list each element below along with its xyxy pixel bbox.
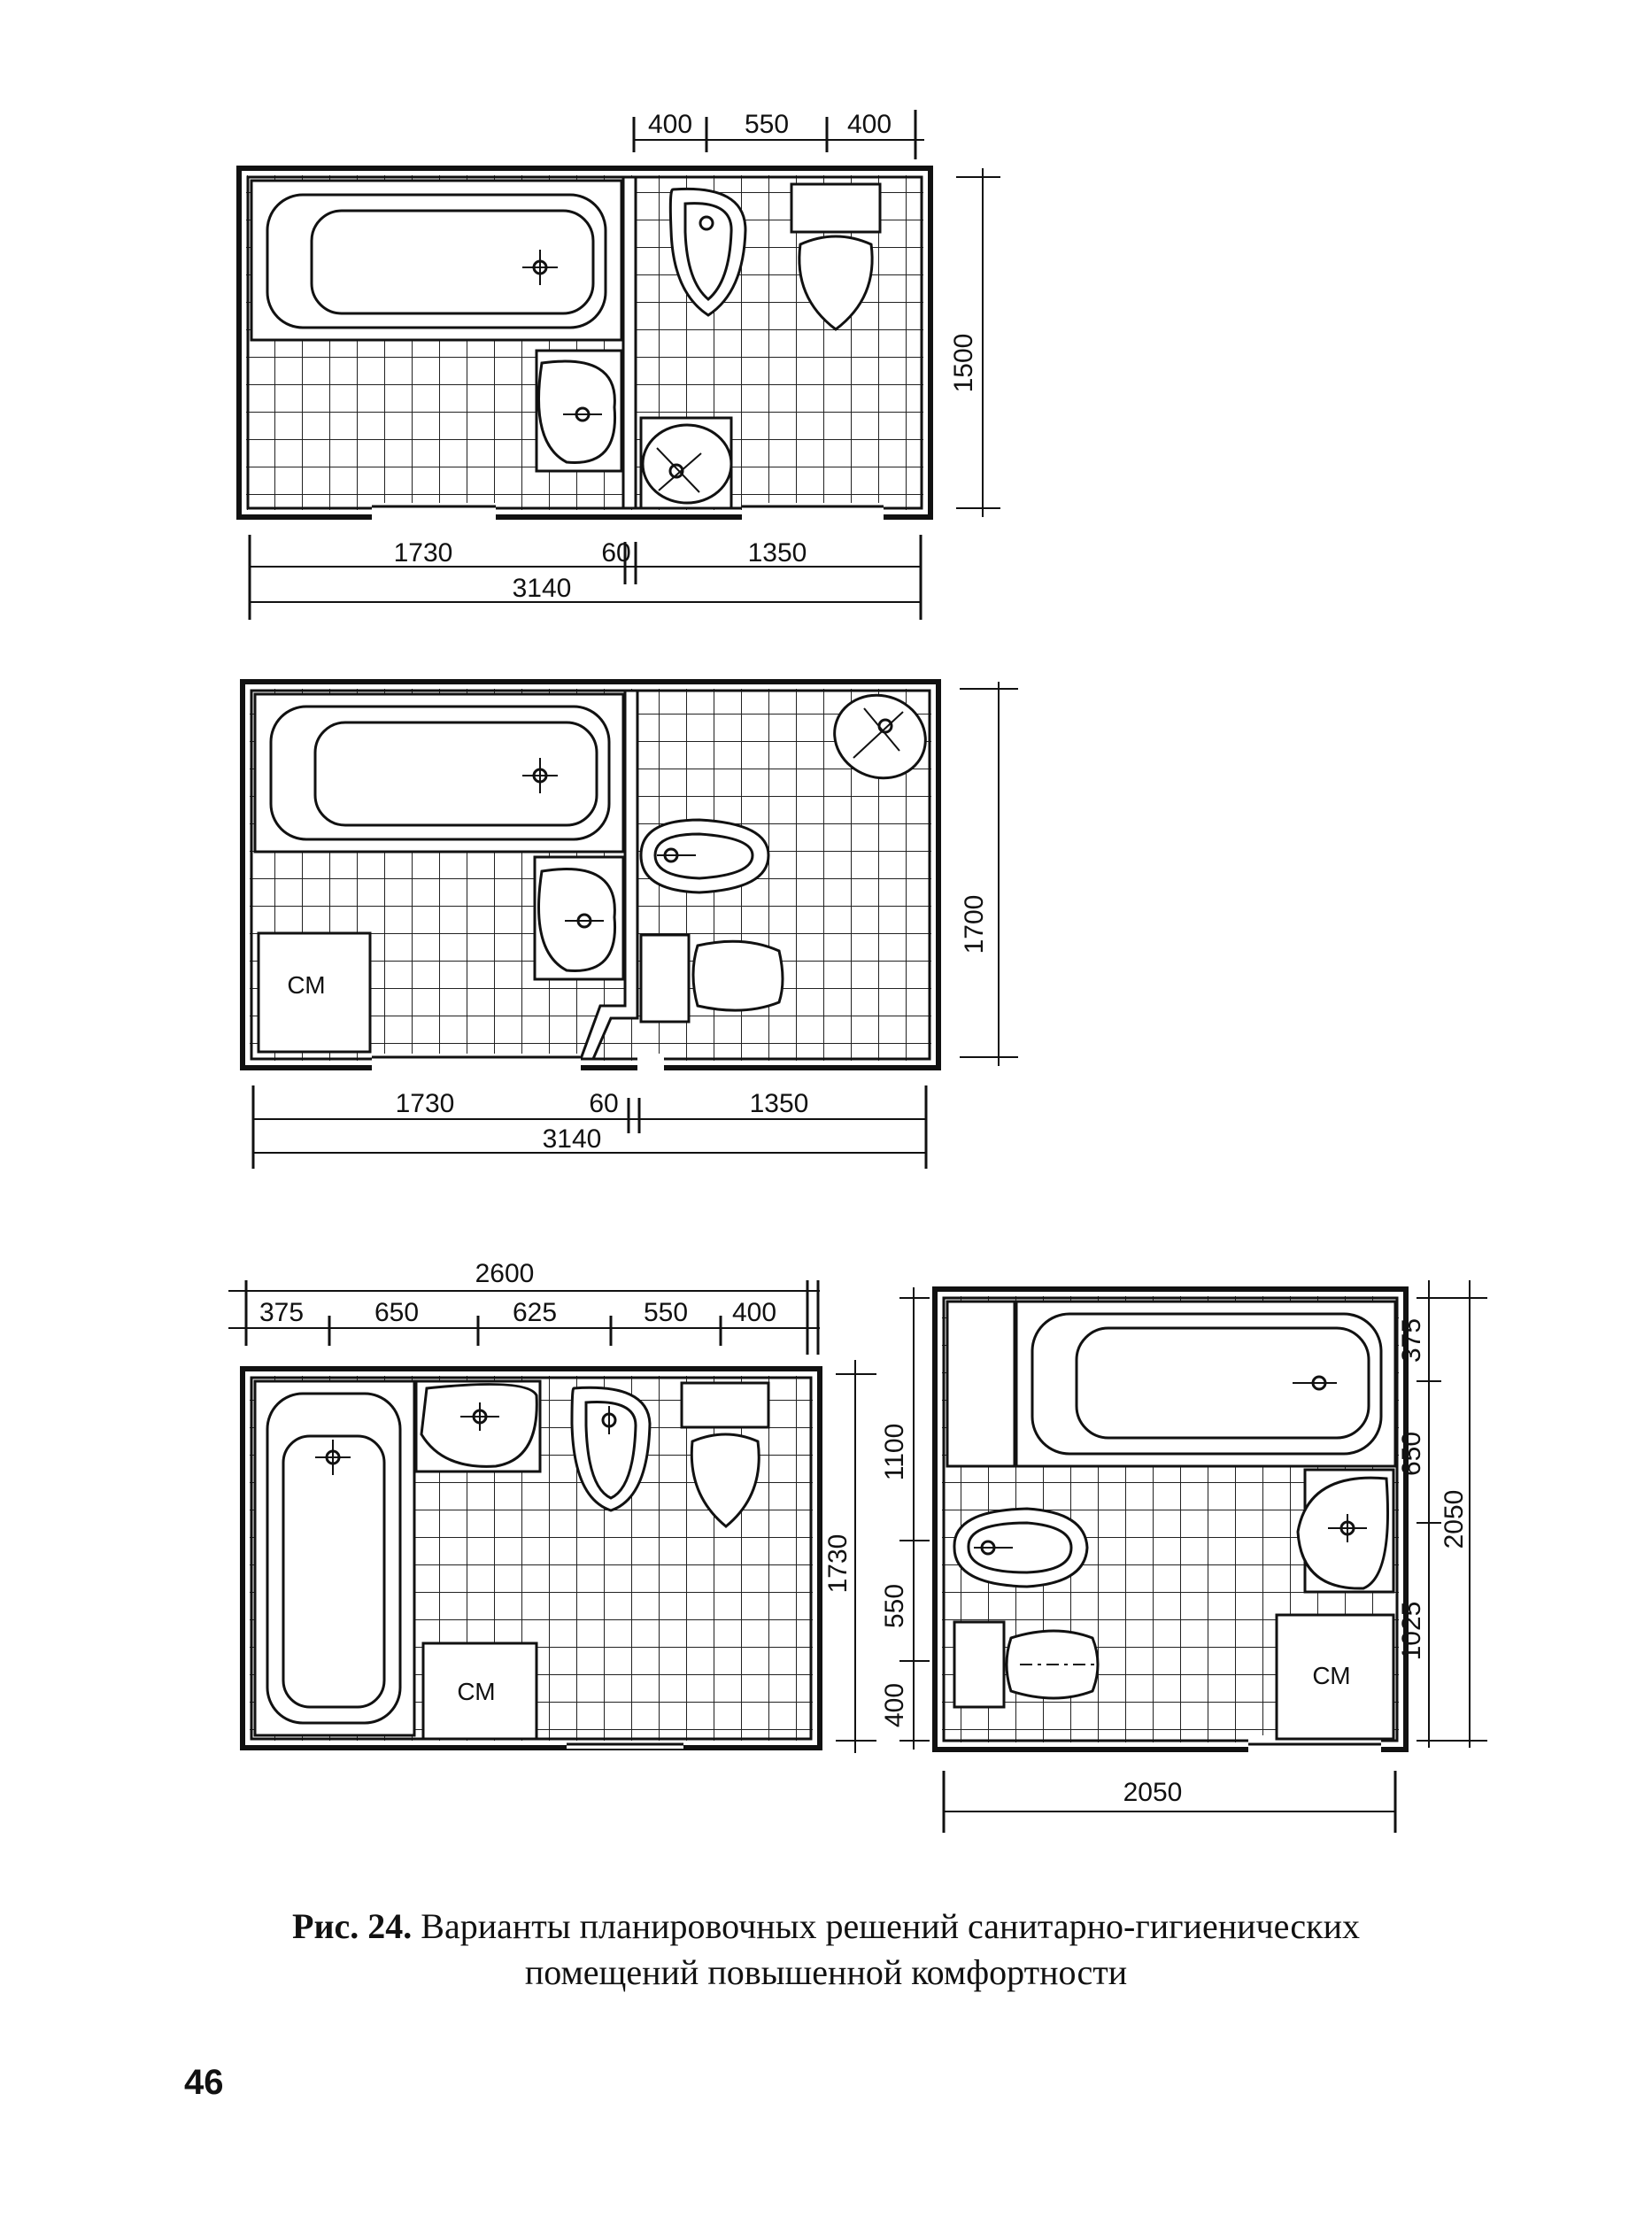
plan-2-bottom-dimensions: 1730 60 1350 3140 bbox=[251, 1085, 928, 1169]
toilet bbox=[790, 182, 882, 331]
plan-4-dim-right-2: 650 bbox=[1397, 1432, 1426, 1476]
plan-1-outer-wall bbox=[236, 166, 933, 520]
plan-2-dim-total: 3140 bbox=[543, 1124, 602, 1154]
plan-4: СМ 1100 550 400 375 650 1025 2050 bbox=[880, 1280, 1487, 1833]
toilet bbox=[680, 1381, 770, 1528]
plan-2-dim-right: 1700 bbox=[960, 895, 989, 954]
washing-machine: СМ bbox=[1275, 1613, 1395, 1741]
plan-3-dim-top-3: 625 bbox=[513, 1298, 557, 1327]
bathtub bbox=[253, 692, 625, 854]
washbasin bbox=[533, 855, 625, 981]
figure-label: Рис. 24. bbox=[292, 1906, 413, 1946]
washbasin bbox=[535, 349, 623, 473]
washbasin bbox=[1296, 1468, 1395, 1594]
washbasin bbox=[414, 1379, 542, 1473]
plan-2-dim-bottom-2: 60 bbox=[589, 1089, 618, 1118]
bathtub bbox=[1015, 1300, 1397, 1468]
bidet bbox=[953, 1507, 1089, 1588]
plan-4-left-dimensions: 1100 550 400 bbox=[880, 1287, 930, 1750]
plan-1-partition bbox=[621, 175, 637, 510]
caption-line-2: помещений повышенной комфортности bbox=[524, 1952, 1128, 1992]
washing-machine-label: СМ bbox=[287, 971, 325, 999]
plan-1-dim-bottom-1: 1730 bbox=[394, 538, 453, 568]
plan-3-dim-right: 1730 bbox=[823, 1534, 853, 1594]
plan-4-dim-right-1: 375 bbox=[1397, 1318, 1426, 1363]
washing-machine-label: СМ bbox=[457, 1678, 495, 1705]
small-washbasin bbox=[639, 416, 733, 510]
plan-3-top-dimensions: 2600 375 650 625 550 400 bbox=[228, 1259, 820, 1355]
plan-3: СМ 2600 375 650 625 550 400 1730 bbox=[228, 1259, 876, 1758]
plan-1-dim-right: 1500 bbox=[949, 334, 978, 393]
plan-4-dim-right-total: 2050 bbox=[1440, 1490, 1469, 1549]
plan-2-outer-wall bbox=[240, 679, 941, 1070]
storage-shelf bbox=[946, 1300, 1016, 1468]
washing-machine: СМ bbox=[257, 931, 372, 1054]
bathtub bbox=[253, 1379, 416, 1737]
plan-3-right-dimension: 1730 bbox=[823, 1360, 876, 1753]
plan-1-top-dimensions: 400 550 400 bbox=[632, 110, 924, 159]
plan-1: 400 550 400 1500 1730 60 1350 3140 bbox=[236, 110, 1000, 620]
plan-4-dim-left-3: 400 bbox=[880, 1683, 909, 1727]
plan-4-dim-left-2: 550 bbox=[880, 1584, 909, 1628]
plan-2: СМ 1700 bbox=[240, 679, 1018, 1169]
page-number: 46 bbox=[184, 2063, 224, 2102]
plan-1-bottom-dimensions: 1730 60 1350 3140 bbox=[248, 535, 922, 620]
toilet bbox=[639, 933, 784, 1024]
bidet bbox=[639, 818, 770, 894]
plan-2-right-dimension: 1700 bbox=[960, 682, 1018, 1066]
bidet bbox=[668, 187, 747, 317]
plan-1-dim-bottom-2: 60 bbox=[601, 538, 630, 568]
plan-4-dim-bottom: 2050 bbox=[1123, 1778, 1183, 1807]
plan-3-outer-wall bbox=[240, 1366, 822, 1750]
plan-3-dim-top-2: 650 bbox=[374, 1298, 419, 1327]
plan-3-dim-total: 2600 bbox=[475, 1259, 535, 1288]
plan-2-dim-bottom-1: 1730 bbox=[396, 1089, 455, 1118]
figure-caption: Рис. 24. Варианты планировочных решений … bbox=[0, 1904, 1652, 1996]
plan-1-dim-top-2: 550 bbox=[745, 110, 789, 139]
washing-machine-label: СМ bbox=[1312, 1662, 1350, 1689]
washing-machine: СМ bbox=[421, 1642, 538, 1741]
plan-1-dim-total: 3140 bbox=[513, 574, 572, 603]
bidet bbox=[570, 1386, 652, 1512]
plan-4-outer-wall bbox=[932, 1286, 1409, 1752]
plan-3-dim-top-4: 550 bbox=[644, 1298, 688, 1327]
plan-3-dim-top-1: 375 bbox=[259, 1298, 304, 1327]
plan-4-right-dimensions: 375 650 1025 2050 bbox=[1397, 1280, 1487, 1748]
plan-1-dim-bottom-3: 1350 bbox=[748, 538, 807, 568]
plan-1-dim-top-3: 400 bbox=[847, 110, 892, 139]
plan-3-dim-top-5: 400 bbox=[732, 1298, 776, 1327]
plan-1-right-dimension: 1500 bbox=[949, 168, 1000, 517]
plan-4-dim-left-1: 1100 bbox=[880, 1424, 909, 1481]
plan-2-dim-bottom-3: 1350 bbox=[750, 1089, 809, 1118]
caption-line-1: Варианты планировочных решений санитарно… bbox=[421, 1906, 1360, 1946]
plan-4-dim-right-3: 1025 bbox=[1397, 1602, 1426, 1661]
bathtub bbox=[250, 179, 623, 342]
small-washbasin bbox=[833, 693, 927, 780]
toilet bbox=[953, 1620, 1100, 1709]
plan-4-bottom-dimension: 2050 bbox=[942, 1771, 1397, 1833]
plan-1-dim-top-1: 400 bbox=[648, 110, 692, 139]
plan-2-partition bbox=[578, 689, 639, 1061]
